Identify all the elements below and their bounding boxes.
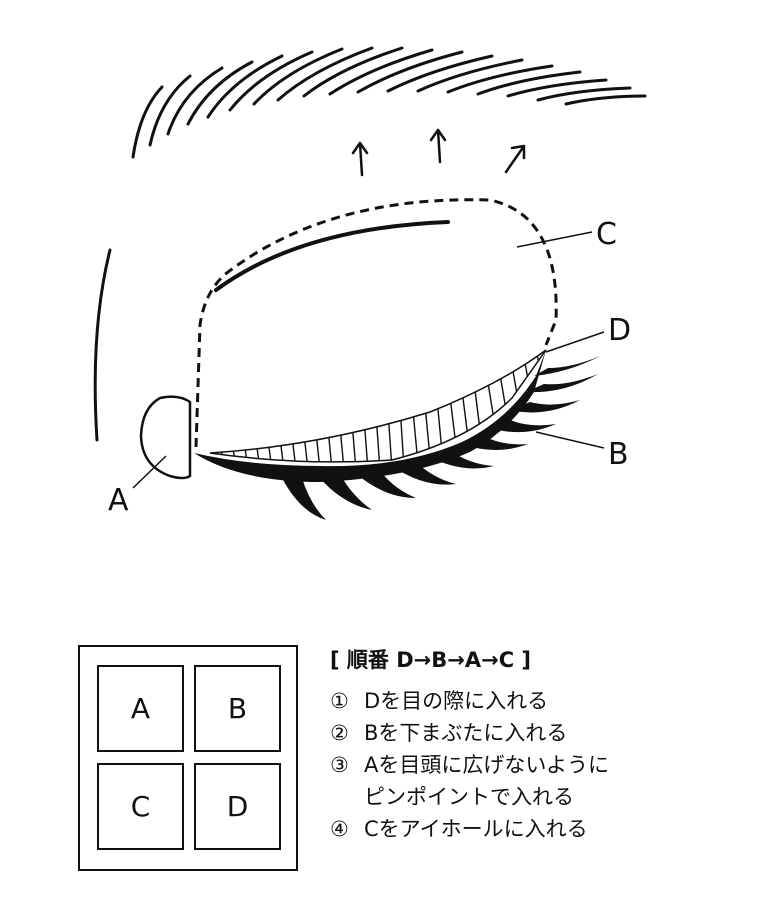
step-text: Cをアイホールに入れる bbox=[364, 817, 588, 841]
leader-lines bbox=[132, 231, 605, 489]
label-d: D bbox=[608, 313, 631, 348]
area-a-inner-corner bbox=[139, 395, 192, 480]
palette-cell-b: B bbox=[194, 665, 281, 752]
palette-cell-c: C bbox=[97, 763, 184, 850]
label-c: C bbox=[596, 217, 617, 252]
lift-arrows bbox=[351, 128, 526, 177]
palette-cell-d: D bbox=[194, 763, 281, 850]
step-number: ④ bbox=[330, 817, 349, 841]
area-c-outline bbox=[194, 198, 558, 448]
step-number: ② bbox=[330, 721, 349, 745]
step-4: ④ Cをアイホールに入れる bbox=[330, 813, 760, 845]
label-a: A bbox=[108, 483, 129, 518]
step-2: ② Bを下まぶたに入れる bbox=[330, 717, 760, 749]
area-d-eyeline bbox=[194, 350, 546, 482]
step-3-continued: ピンポイントで入れる bbox=[364, 785, 574, 809]
palette-cell-a: A bbox=[97, 665, 184, 752]
eyelid-crease bbox=[214, 220, 450, 292]
step-text: Dを目の際に入れる bbox=[364, 689, 549, 713]
eyebrow bbox=[131, 46, 647, 159]
step-1: ① Dを目の際に入れる bbox=[330, 685, 760, 717]
eyeshadow-palette: A B C D bbox=[78, 645, 298, 871]
step-3: ③ Aを目頭に広げないように bbox=[330, 749, 760, 781]
arrow-up-icon bbox=[429, 128, 447, 164]
eye-makeup-diagram: C D B A bbox=[93, 46, 647, 520]
arrow-up-right-icon bbox=[504, 144, 526, 174]
step-number: ① bbox=[330, 689, 349, 713]
label-b: B bbox=[608, 437, 629, 472]
arrow-up-icon bbox=[351, 141, 369, 177]
instructions-title: [ 順番 D→B→A→C ] bbox=[330, 648, 532, 672]
step-text: Bを下まぶたに入れる bbox=[364, 721, 568, 745]
step-text: Aを目頭に広げないように bbox=[364, 753, 609, 777]
face-contour bbox=[93, 248, 112, 442]
step-number: ③ bbox=[330, 753, 349, 777]
